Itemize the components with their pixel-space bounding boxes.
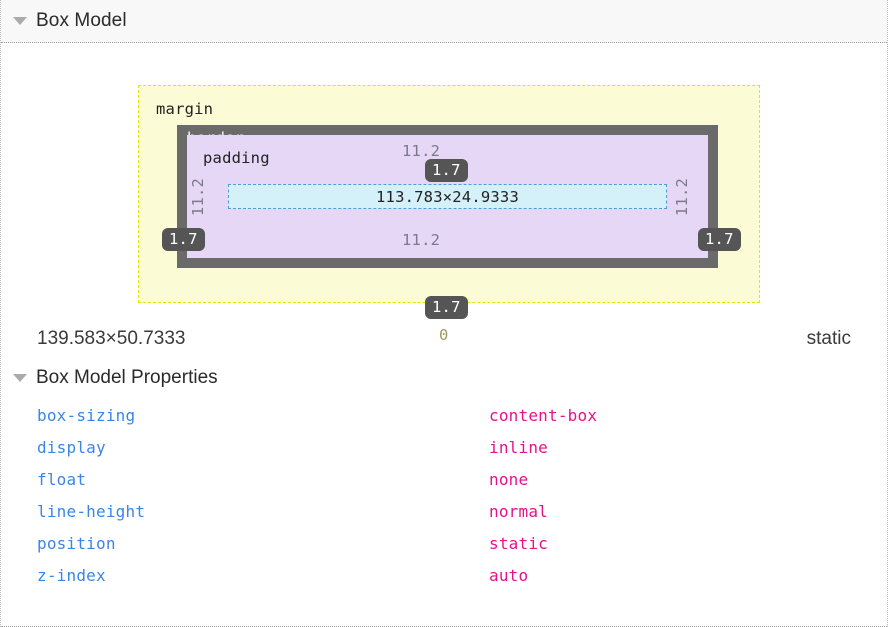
table-row[interactable]: position static	[1, 527, 887, 559]
content-box: 113.783×24.9333	[228, 184, 667, 209]
padding-label: padding	[203, 149, 270, 167]
box-model-properties-title: Box Model Properties	[36, 367, 218, 388]
border-left-value: 1.7	[162, 228, 205, 251]
box-model-properties-list: box-sizing content-box display inline fl…	[1, 393, 887, 591]
margin-box: margin border padding 11.2 11.2 11.2 11.…	[138, 85, 760, 303]
margin-label: margin	[156, 100, 214, 118]
content-size-label: 113.783×24.9333	[376, 187, 519, 206]
total-size-label: 139.583×50.7333	[37, 328, 186, 349]
property-value[interactable]: content-box	[489, 405, 598, 425]
page-title: Box Model	[36, 10, 127, 31]
border-box: border padding 11.2 11.2 11.2 11.2 113.7…	[177, 125, 718, 268]
box-model-section-header[interactable]: Box Model	[1, 0, 887, 43]
table-row[interactable]: float none	[1, 463, 887, 495]
margin-bottom-value: 0	[439, 326, 449, 344]
property-value[interactable]: static	[489, 533, 548, 553]
property-value[interactable]: none	[489, 469, 529, 489]
property-name: z-index	[37, 565, 106, 585]
property-name: float	[37, 469, 87, 489]
padding-top-value: 11.2	[402, 142, 441, 160]
property-name: position	[37, 533, 116, 553]
box-model-diagram: 0 0 0 0 margin border padding 11.2 11.2 …	[1, 43, 887, 344]
property-value[interactable]: inline	[489, 437, 548, 457]
property-name: display	[37, 437, 106, 457]
property-value[interactable]: normal	[489, 501, 548, 521]
table-row[interactable]: display inline	[1, 431, 887, 463]
triangle-down-icon[interactable]	[13, 17, 27, 25]
property-name: box-sizing	[37, 405, 136, 425]
property-value[interactable]: auto	[489, 565, 529, 585]
border-top-value: 1.7	[425, 159, 468, 182]
padding-left-value: 11.2	[189, 177, 208, 217]
property-name: line-height	[37, 501, 146, 521]
border-bottom-value: 1.7	[425, 296, 468, 319]
table-row[interactable]: z-index auto	[1, 559, 887, 591]
box-model-summary: 139.583×50.7333 static	[1, 315, 887, 363]
box-model-properties-header[interactable]: Box Model Properties	[1, 363, 887, 393]
triangle-down-icon[interactable]	[13, 374, 27, 382]
padding-box: padding 11.2 11.2 11.2 11.2 113.783×24.9…	[187, 135, 708, 258]
table-row[interactable]: box-sizing content-box	[1, 399, 887, 431]
table-row[interactable]: line-height normal	[1, 495, 887, 527]
padding-right-value: 11.2	[673, 177, 692, 217]
border-right-value: 1.7	[698, 228, 741, 251]
position-label: static	[806, 328, 851, 349]
padding-bottom-value: 11.2	[402, 231, 441, 249]
